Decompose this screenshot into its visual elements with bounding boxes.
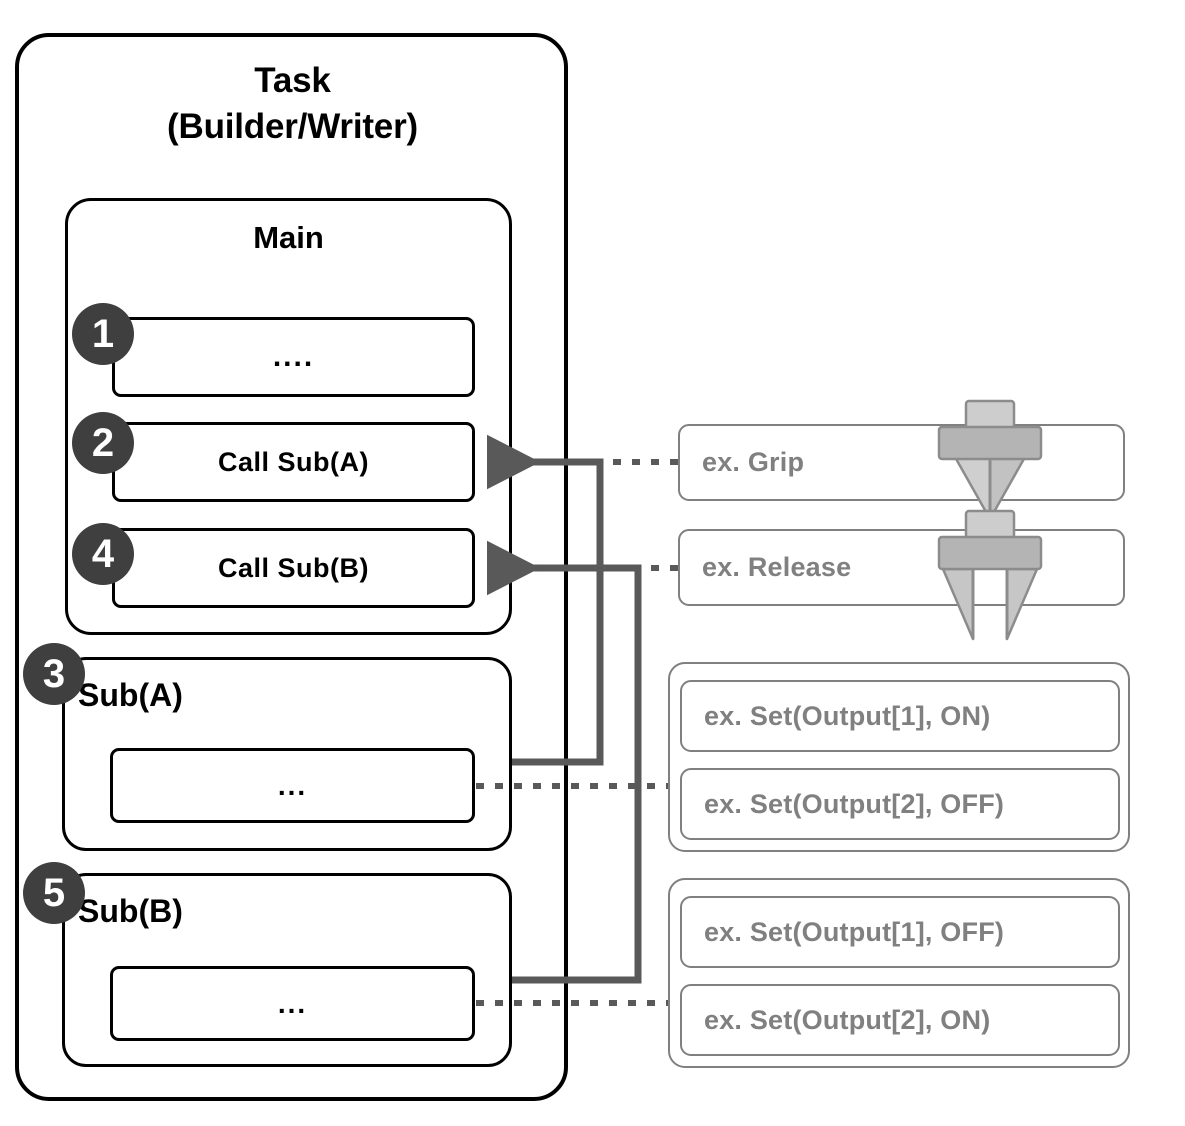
example-grip-box[interactable]: ex. Grip: [678, 424, 1125, 501]
gripper-open-icon: [937, 509, 1043, 641]
step-badge-4: 4: [72, 523, 134, 585]
sub-a-title: Sub(A): [78, 677, 183, 713]
example-sub-b-output-2-label: ex. Set(Output[2], ON): [704, 1004, 991, 1035]
step-badge-1: 1: [72, 303, 134, 365]
step-badge-3: 3: [23, 643, 85, 705]
sub-a-body[interactable]: ...: [110, 748, 475, 823]
main-statement-1[interactable]: ....: [112, 317, 475, 397]
task-title: Task (Builder/Writer): [30, 58, 555, 150]
step-badge-5: 5: [23, 862, 85, 924]
example-release-box[interactable]: ex. Release: [678, 529, 1125, 606]
example-sub-a-output-2[interactable]: ex. Set(Output[2], OFF): [680, 768, 1120, 840]
example-sub-b-output-1[interactable]: ex. Set(Output[1], OFF): [680, 896, 1120, 968]
example-sub-a-output-1-label: ex. Set(Output[1], ON): [704, 700, 991, 731]
example-release-label: ex. Release: [702, 552, 852, 582]
example-sub-b-output-1-label: ex. Set(Output[1], OFF): [704, 916, 1005, 947]
task-title-line2: (Builder/Writer): [167, 107, 418, 147]
task-title-line1: Task: [254, 61, 331, 100]
main-title: Main: [253, 220, 324, 255]
main-statement-1-label: ....: [272, 340, 315, 373]
sub-b-body-label: ...: [277, 987, 308, 1019]
example-sub-a-output-1[interactable]: ex. Set(Output[1], ON): [680, 680, 1120, 752]
main-statement-3-label: Call Sub(B): [218, 552, 369, 583]
sub-a-body-label: ...: [277, 769, 308, 801]
example-sub-a-output-2-label: ex. Set(Output[2], OFF): [704, 788, 1005, 819]
sub-b-title: Sub(B): [78, 893, 183, 929]
main-statement-call-sub-b[interactable]: Call Sub(B): [112, 528, 475, 608]
main-statement-2-label: Call Sub(A): [218, 446, 369, 477]
sub-b-body[interactable]: ...: [110, 966, 475, 1041]
main-statement-call-sub-a[interactable]: Call Sub(A): [112, 422, 475, 502]
example-sub-b-output-2[interactable]: ex. Set(Output[2], ON): [680, 984, 1120, 1056]
gripper-closed-icon: [937, 399, 1043, 521]
step-badge-2: 2: [72, 412, 134, 474]
example-grip-label: ex. Grip: [702, 447, 805, 477]
